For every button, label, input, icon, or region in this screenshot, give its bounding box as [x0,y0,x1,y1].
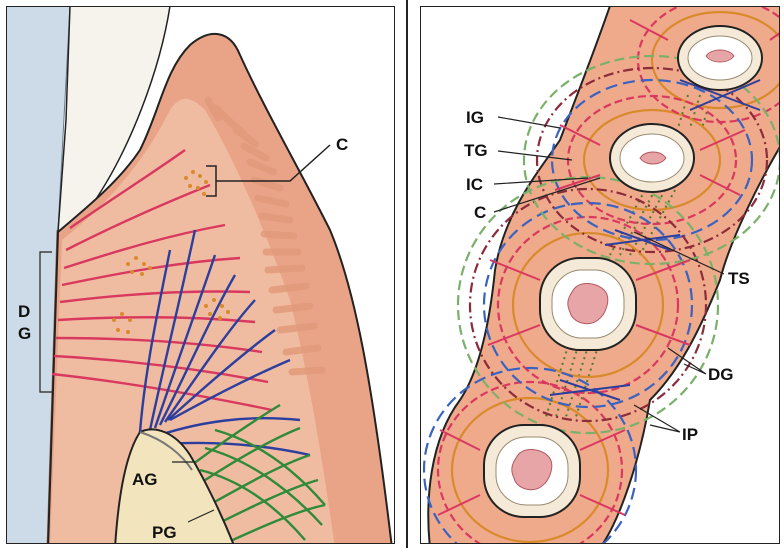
label-ig: IG [466,108,484,127]
tooth-section-3 [540,258,636,350]
label-ag: AG [132,470,158,489]
label-c-left: C [336,135,348,154]
left-panel: C D G AG PG [6,6,395,548]
tooth-section-1 [678,26,762,90]
label-c-right: C [474,203,486,222]
label-ic: IC [466,175,483,194]
tooth-section-4 [484,425,580,517]
tooth-section-2 [610,124,694,192]
label-pg: PG [152,523,177,542]
label-ts: TS [728,269,750,288]
label-ip: IP [682,425,698,444]
label-dg-left-g: G [18,324,31,343]
label-tg: TG [464,141,488,160]
label-dg-left-d: D [18,302,30,321]
label-dg-right: DG [708,365,734,384]
right-panel: IG TG IC C TS DG IP [420,0,784,548]
